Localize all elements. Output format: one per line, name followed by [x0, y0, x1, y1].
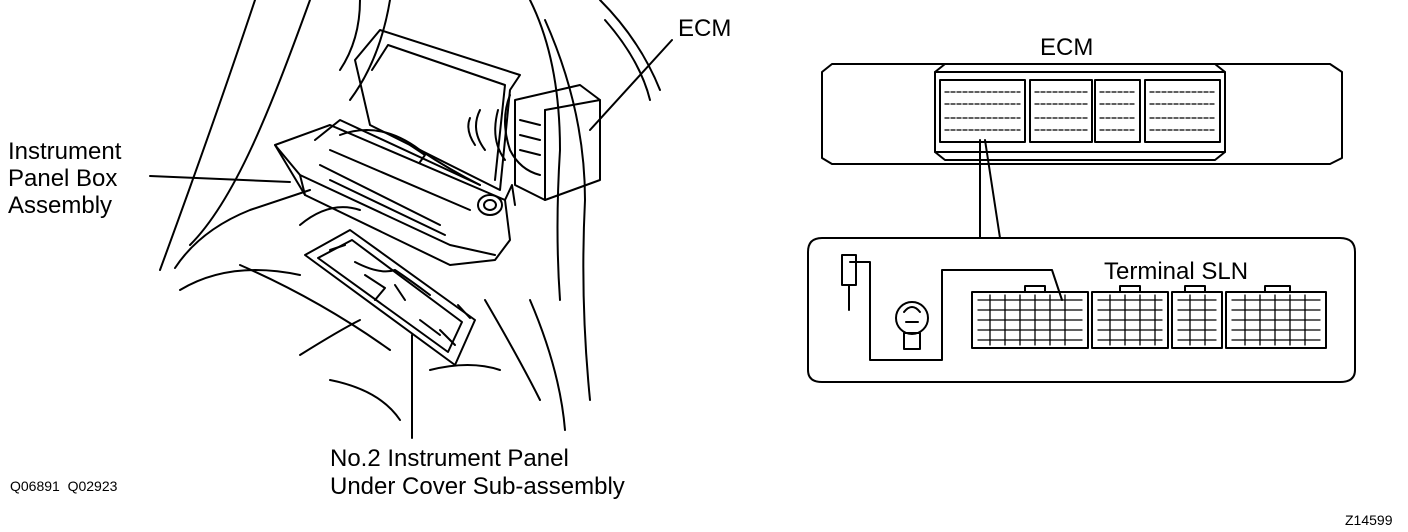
leader-line-box [149, 175, 291, 183]
ecm-connector-illustration [807, 63, 1356, 383]
test-lead-wire [849, 261, 1063, 361]
figure-code-right: Z14599 [1345, 512, 1393, 528]
vehicle-interior-illustration [149, 0, 673, 439]
probe-tip-icon [841, 254, 857, 311]
under-cover-label-line1: No.2 Instrument Panel [330, 445, 569, 472]
test-lamp-icon [895, 301, 929, 350]
instrument-panel-box-label-line3: Assembly [8, 192, 113, 219]
leader-line-ecm-left [589, 39, 673, 131]
terminal-connector-view [971, 285, 1327, 349]
figure-code-left: Q06891 Q02923 [10, 478, 118, 494]
instrument-panel-box-label-line2: Panel Box [8, 165, 118, 192]
terminal-sln-label: Terminal SLN [1104, 258, 1249, 285]
probe-lead-b [984, 139, 1001, 239]
callout-box [807, 237, 1356, 383]
instrument-panel-box [274, 119, 516, 266]
ecm-unit-left [467, 84, 601, 201]
under-cover-label-line2: Under Cover Sub-assembly [330, 473, 625, 500]
under-cover-sub-assembly [304, 229, 476, 366]
instrument-panel-box-label-line1: Instrument [8, 138, 122, 165]
ecm-housing [821, 63, 1343, 165]
ecm-label-left: ECM [678, 15, 732, 42]
ecm-label-right: ECM [1040, 34, 1094, 61]
